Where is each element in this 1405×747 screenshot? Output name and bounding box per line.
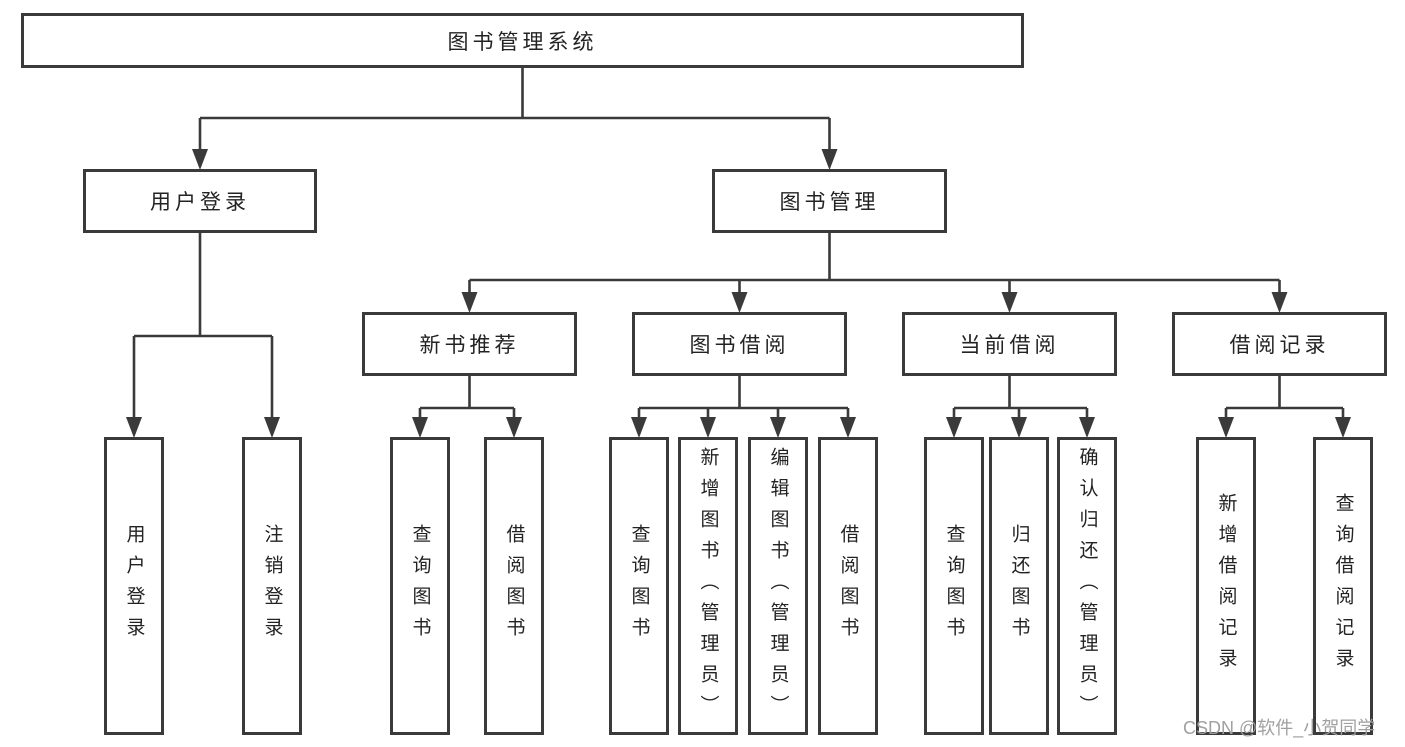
node-current-borrow-label: 当前借阅 (959, 334, 1060, 357)
leaf-borrow-edit-book-admin-label: 编辑图书（管理员） (767, 446, 789, 726)
arrowhead-icon (412, 417, 428, 438)
leaf-recommend-borrow-book: 借阅图书 (484, 437, 544, 735)
arrowhead-icon (821, 149, 838, 170)
csdn-watermark: CSDN @软件_小贺同学 (1183, 718, 1376, 738)
leaf-user-login-label: 用户登录 (123, 524, 145, 648)
connector-root-to-level2 (192, 68, 838, 170)
arrowhead-icon (631, 417, 647, 438)
leaf-borrow-query-book: 查询图书 (609, 437, 669, 735)
connector-user-login-to-leaves (126, 233, 280, 438)
connector-line (952, 376, 1089, 418)
leaf-current-query-book: 查询图书 (924, 437, 984, 735)
arrowhead-icon (1335, 417, 1351, 438)
node-new-book-recommend-label: 新书推荐 (419, 334, 520, 357)
node-root: 图书管理系统 (21, 13, 1024, 68)
arrowhead-icon (1011, 417, 1027, 438)
leaf-logout: 注销登录 (242, 437, 302, 735)
node-user-login: 用户登录 (83, 169, 317, 233)
arrowhead-icon (946, 417, 962, 438)
leaf-borrow-borrow-book-label: 借阅图书 (837, 524, 859, 648)
connector-line (1224, 376, 1345, 418)
leaf-current-return-book: 归还图书 (989, 437, 1049, 735)
node-user-login-label: 用户登录 (150, 191, 250, 214)
leaf-records-add-record-label: 新增借阅记录 (1215, 493, 1237, 679)
connector-line (198, 68, 831, 150)
leaf-user-login: 用户登录 (104, 437, 164, 735)
connector-line (637, 376, 850, 418)
node-book-borrow: 图书借阅 (632, 312, 847, 376)
arrowhead-icon (1001, 292, 1018, 313)
arrowhead-icon (126, 417, 142, 438)
arrowhead-icon (264, 417, 280, 438)
node-borrow-records-label: 借阅记录 (1229, 334, 1330, 357)
connector-line (132, 233, 274, 418)
leaf-borrow-borrow-book: 借阅图书 (818, 437, 878, 735)
leaf-records-add-record: 新增借阅记录 (1196, 437, 1256, 735)
leaf-records-query-record-label: 查询借阅记录 (1332, 493, 1354, 679)
arrowhead-icon (700, 417, 716, 438)
node-borrow-records: 借阅记录 (1172, 312, 1387, 376)
leaf-current-return-book-label: 归还图书 (1008, 524, 1030, 648)
node-current-borrow: 当前借阅 (902, 312, 1117, 376)
leaf-borrow-add-book-admin: 新增图书（管理员） (678, 437, 738, 735)
arrowhead-icon (506, 417, 522, 438)
arrowhead-icon (770, 417, 786, 438)
connector-line (418, 376, 516, 418)
leaf-recommend-borrow-book-label: 借阅图书 (503, 524, 525, 648)
leaf-recommend-query-book: 查询图书 (390, 437, 450, 735)
node-book-borrow-label: 图书借阅 (689, 334, 790, 357)
leaf-borrow-query-book-label: 查询图书 (628, 524, 650, 648)
leaf-current-confirm-return-admin: 确认归还（管理员） (1057, 437, 1117, 735)
leaf-current-confirm-return-admin-label: 确认归还（管理员） (1076, 446, 1098, 726)
arrowhead-icon (1271, 292, 1288, 313)
leaf-logout-label: 注销登录 (261, 524, 283, 648)
leaf-borrow-edit-book-admin: 编辑图书（管理员） (748, 437, 808, 735)
leaf-records-query-record: 查询借阅记录 (1313, 437, 1373, 735)
connector-current-borrow-to-leaves (946, 376, 1095, 438)
arrowhead-icon (840, 417, 856, 438)
arrowhead-icon (731, 292, 748, 313)
arrowhead-icon (461, 292, 478, 313)
connector-book-borrow-to-leaves (631, 376, 856, 438)
leaf-recommend-query-book-label: 查询图书 (409, 524, 431, 648)
node-root-label: 图书管理系统 (447, 30, 598, 54)
arrowhead-icon (1079, 417, 1095, 438)
connector-new-book-recommend-to-leaves (412, 376, 522, 438)
connector-book-management-to-level3 (461, 233, 1288, 313)
connector-line (468, 233, 1281, 293)
leaf-borrow-add-book-admin-label: 新增图书（管理员） (697, 446, 719, 726)
connector-borrow-records-to-leaves (1218, 376, 1351, 438)
node-book-management-label: 图书管理 (779, 191, 880, 214)
leaf-current-query-book-label: 查询图书 (943, 524, 965, 648)
node-new-book-recommend: 新书推荐 (362, 312, 577, 376)
node-book-management: 图书管理 (712, 169, 947, 233)
arrowhead-icon (192, 149, 208, 170)
arrowhead-icon (1218, 417, 1234, 438)
